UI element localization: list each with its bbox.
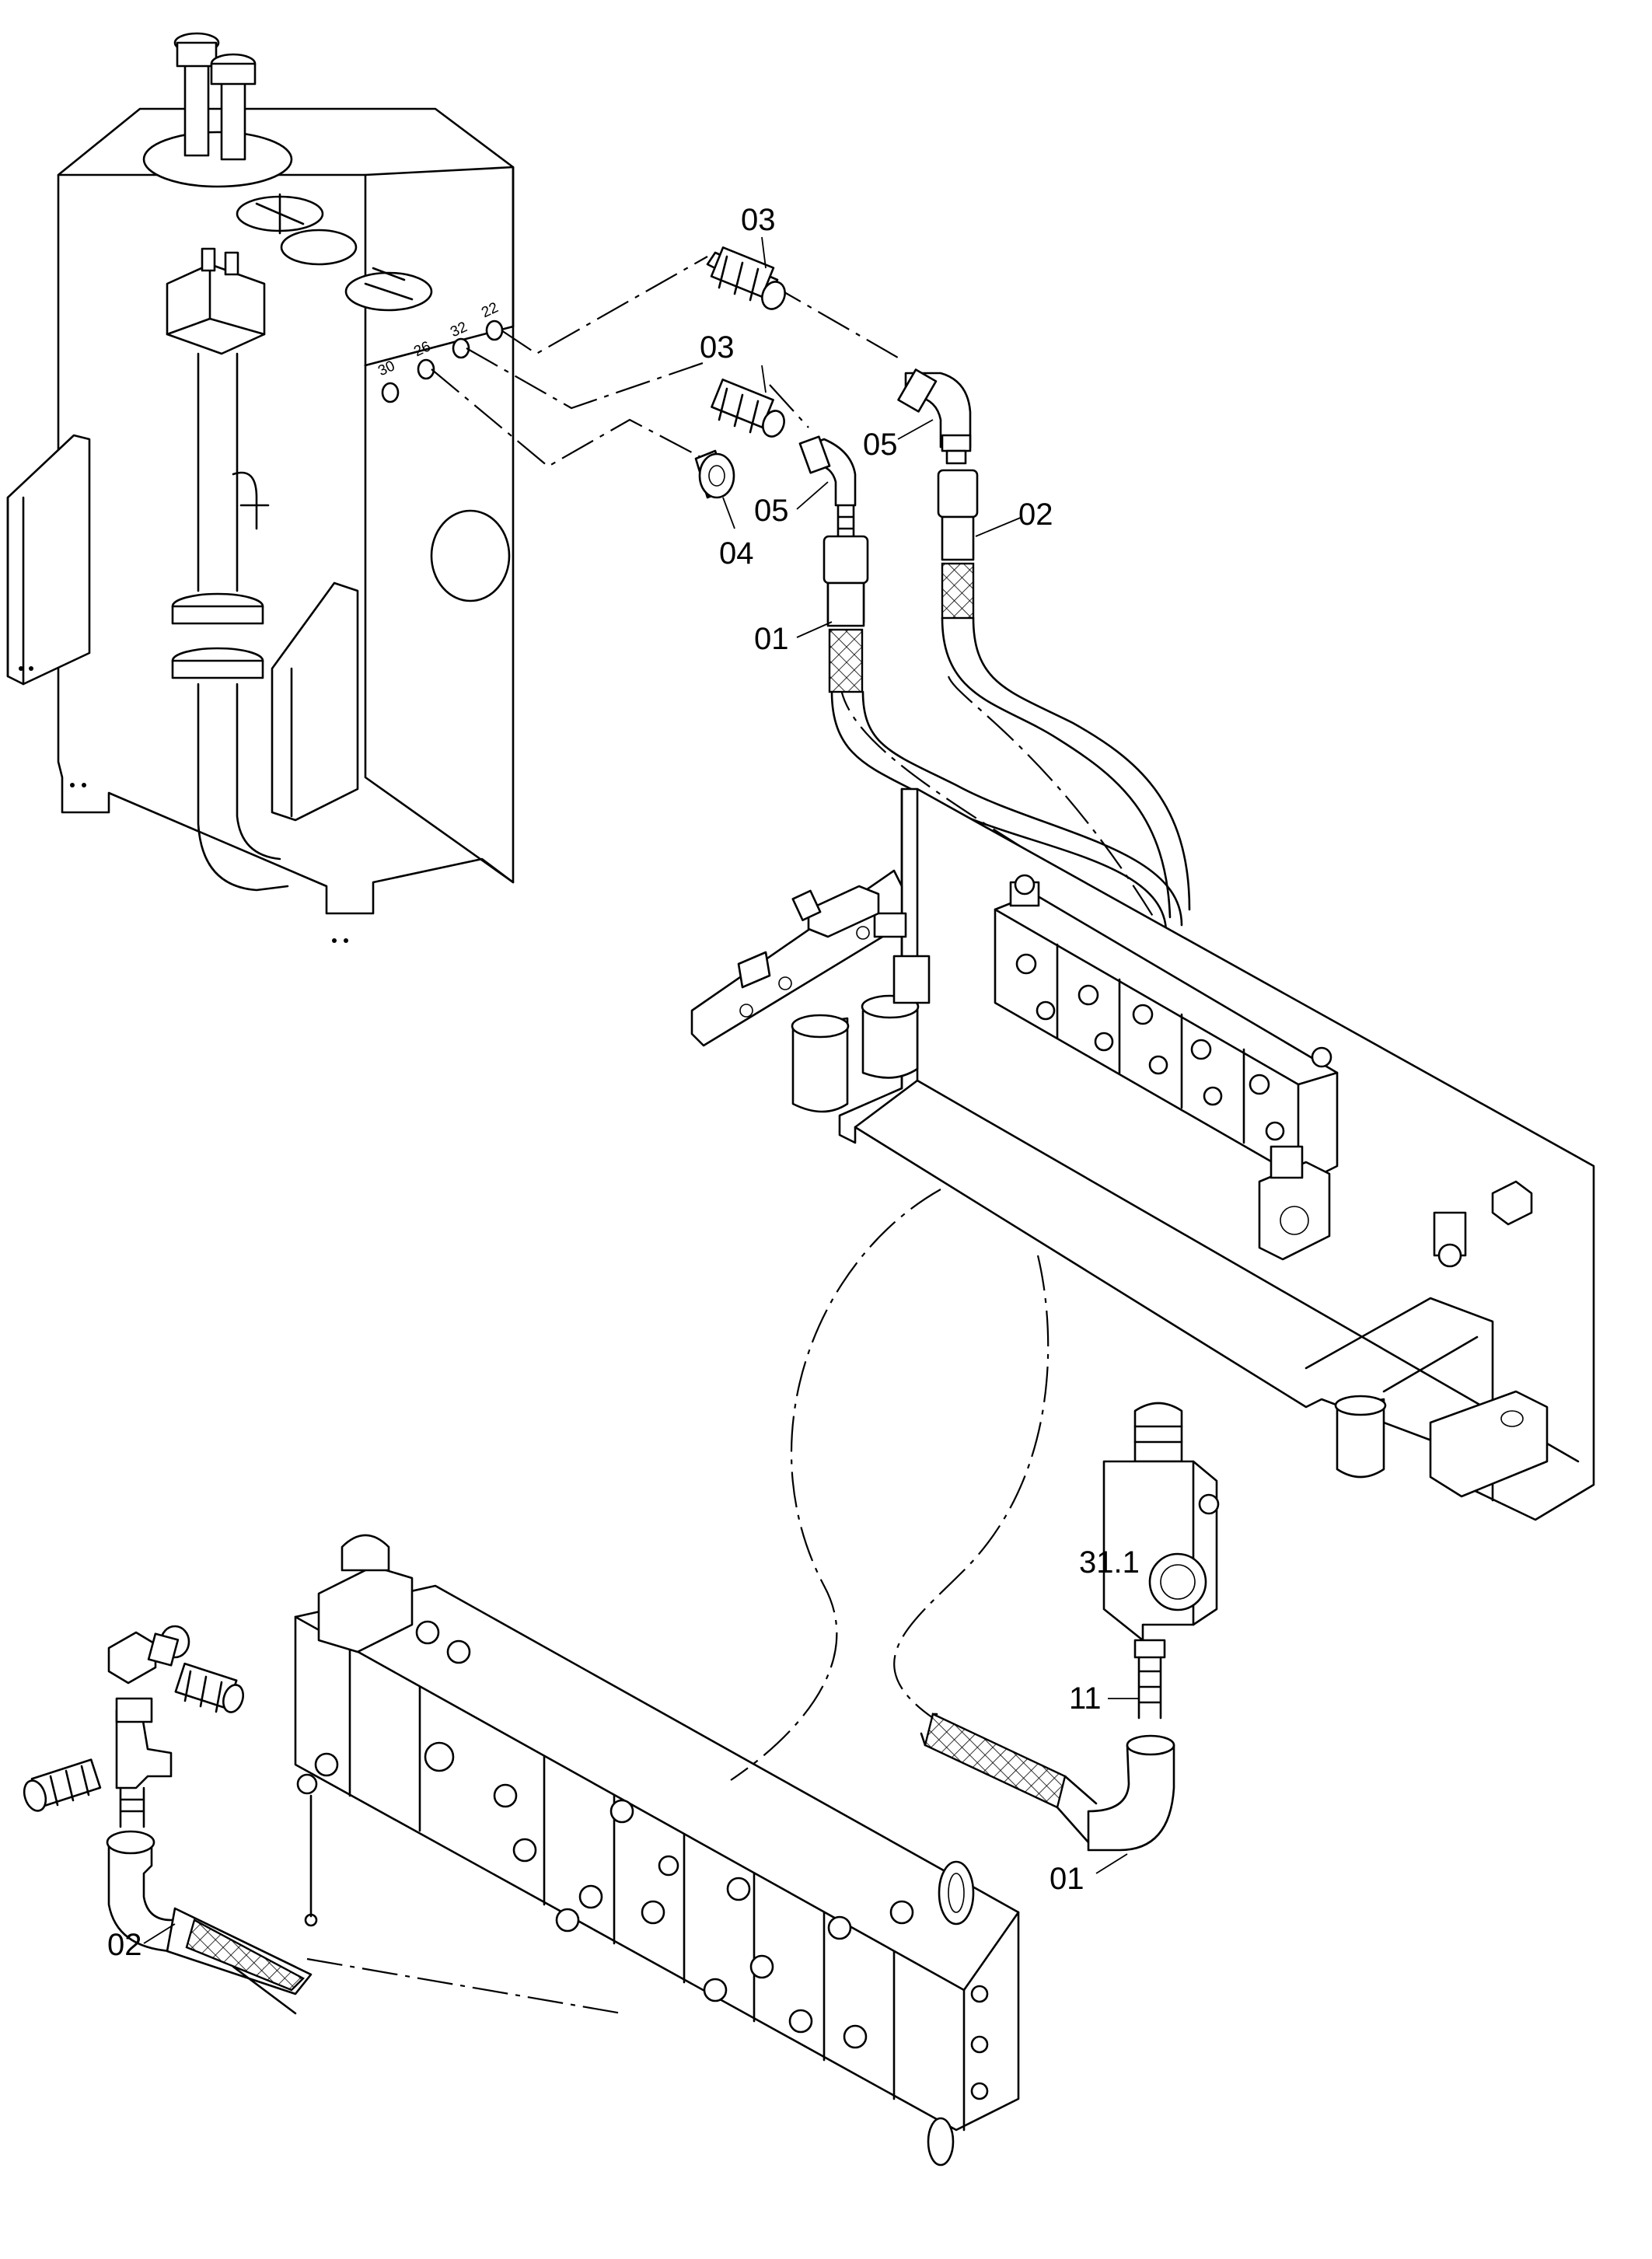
tank-drain-pipe xyxy=(171,352,289,892)
callout-leaders xyxy=(143,236,1139,1944)
callout-labels: 03 03 05 05 04 02 01 11 01 02 xyxy=(107,203,1102,1962)
pressure-filters xyxy=(791,912,931,1113)
nipple-upper-left xyxy=(174,1662,244,1713)
solenoid-valve-lower xyxy=(1258,1145,1331,1261)
label-02-lower: 02 xyxy=(107,1928,142,1962)
fitting-05-elbow-lower xyxy=(798,435,857,546)
label-03-lower: 03 xyxy=(700,330,735,365)
frame-bottom-filter xyxy=(1334,1390,1549,1498)
fitting-11 xyxy=(1133,1639,1166,1720)
label-11: 11 xyxy=(1069,1681,1102,1716)
hose-01-upper xyxy=(823,535,1183,934)
label-04: 04 xyxy=(719,536,754,571)
pressure-relief-valve-31-1: 31.1 xyxy=(1079,1402,1220,1642)
tank-cap-2 xyxy=(344,267,433,312)
nipple-lower-left xyxy=(23,1758,102,1812)
tank-feet xyxy=(19,666,348,943)
routing-lines-bottom xyxy=(306,1189,1050,2015)
fitting-03-upper xyxy=(706,246,786,310)
lower-solenoid xyxy=(317,1534,414,1653)
breather-filter xyxy=(173,32,257,161)
fitting-05-elbow-upper xyxy=(897,368,972,465)
check-valve-right xyxy=(1433,1180,1533,1268)
return-filter-head xyxy=(166,247,266,355)
hose-02-lower xyxy=(106,1830,313,2015)
tee-fitting xyxy=(115,1697,173,1828)
routing-lines-top xyxy=(431,256,1159,934)
fittings-lower-left xyxy=(23,1625,313,2015)
label-31-1: 31.1 xyxy=(1079,1545,1140,1580)
label-05-upper: 05 xyxy=(863,428,898,462)
hydraulic-tank: 30 26 32 22 xyxy=(6,32,515,943)
label-03-upper: 03 xyxy=(741,203,776,237)
label-01-upper: 01 xyxy=(754,622,789,656)
lower-eye-bolt xyxy=(927,1860,975,2166)
fitting-04-plug xyxy=(694,449,735,499)
valve-bank-middle xyxy=(994,874,1339,1183)
label-02-upper: 02 xyxy=(1018,498,1053,532)
valve-bank-fittings xyxy=(1015,953,1332,1141)
fitting-03-lower xyxy=(711,378,785,438)
tank-left-bracket xyxy=(6,434,91,686)
lower-valve-fittings xyxy=(296,1620,989,2100)
label-05-lower: 05 xyxy=(754,494,789,528)
hose-01-lower xyxy=(920,1713,1175,1852)
hose-02-upper xyxy=(937,469,1191,919)
tank-right-bracket xyxy=(271,581,359,822)
valve-bank-lower xyxy=(294,1534,1020,2166)
label-01-lower: 01 xyxy=(1050,1862,1084,1896)
tank-cap-1 xyxy=(236,193,358,266)
valve-mounting-frame xyxy=(690,787,1595,1521)
solenoid-valve-top xyxy=(737,885,880,989)
